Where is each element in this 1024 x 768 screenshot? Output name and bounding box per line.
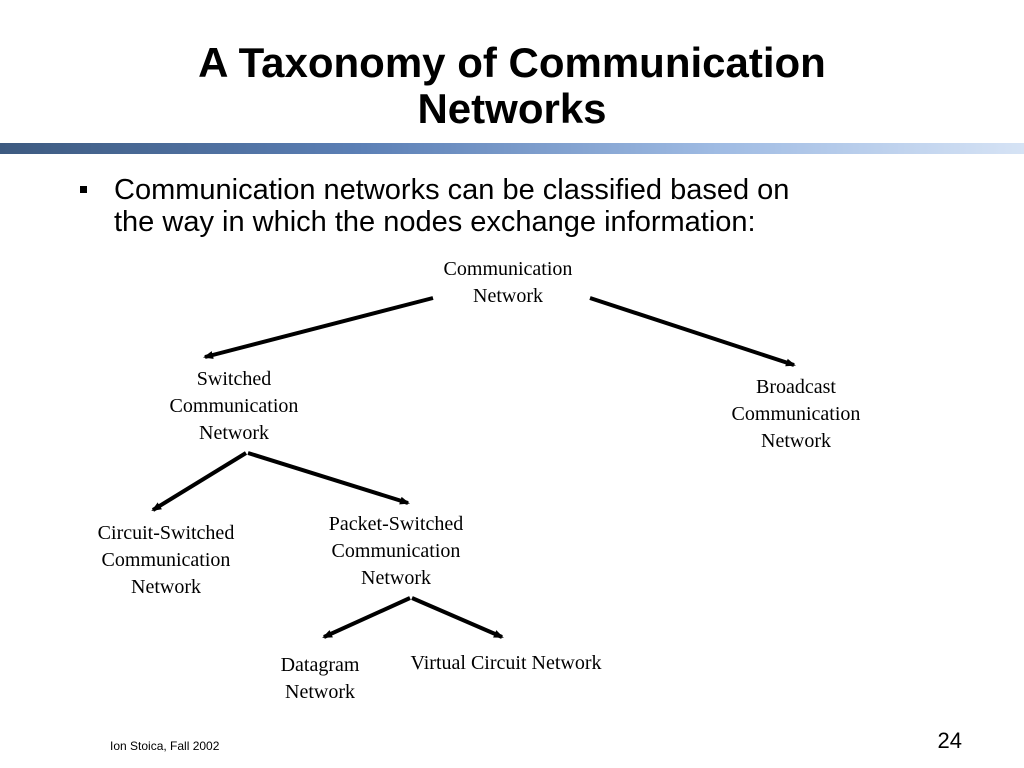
page-number: 24 (937, 728, 962, 753)
node-label-line: Network (131, 576, 201, 598)
node-virtual-circuit-network: Virtual Circuit Network (390, 650, 622, 677)
node-label-line: Packet-Switched (328, 513, 464, 535)
node-packet-switched-network: Packet-Switched Communication Network (296, 511, 496, 592)
node-label-line: Network (761, 430, 831, 452)
node-label-line: Communication (101, 549, 231, 571)
bullet-text: Communication networks can be classified… (114, 174, 954, 238)
node-broadcast-communication-network: Broadcast Communication Network (696, 374, 896, 455)
node-label-line: Communication (443, 258, 573, 280)
footer-author: Ion Stoica, Fall 2002 (110, 739, 220, 753)
edge-packet-to-virtual (411, 596, 504, 639)
node-label-line: Communication (731, 403, 861, 425)
title-divider (0, 143, 1024, 154)
node-label-line: Communication (331, 540, 461, 562)
node-label-line: Network (473, 285, 543, 307)
node-label-line: Switched (196, 368, 272, 390)
edge-switched-to-circuit (151, 451, 248, 512)
node-label-line: Network (361, 567, 431, 589)
bullet-text-line-2: the way in which the nodes exchange info… (114, 206, 756, 238)
node-label-line: Network (199, 422, 269, 444)
node-label-line: Virtual Circuit Network (410, 652, 602, 674)
slide-title-line-1: A Taxonomy of Communication (198, 39, 826, 86)
node-circuit-switched-network: Circuit-Switched Communication Network (66, 520, 266, 601)
node-label-line: Broadcast (756, 376, 836, 398)
edge-root-to-broadcast (589, 296, 796, 367)
edge-switched-to-packet (247, 451, 410, 505)
bullet-text-line-1: Communication networks can be classified… (114, 174, 790, 206)
slide-title: A Taxonomy of Communication Networks (0, 40, 1024, 132)
slide-title-line-2: Networks (417, 85, 607, 132)
node-datagram-network: Datagram Network (240, 652, 400, 706)
node-label-line: Circuit-Switched (97, 522, 235, 544)
bullet-square-icon (80, 186, 87, 193)
edge-root-to-switched (203, 296, 434, 359)
node-label-line: Network (285, 681, 355, 703)
node-label-line: Datagram (280, 654, 360, 676)
edge-packet-to-datagram (322, 596, 411, 639)
node-switched-communication-network: Switched Communication Network (134, 366, 334, 447)
node-communication-network: Communication Network (408, 256, 608, 310)
node-label-line: Communication (169, 395, 299, 417)
